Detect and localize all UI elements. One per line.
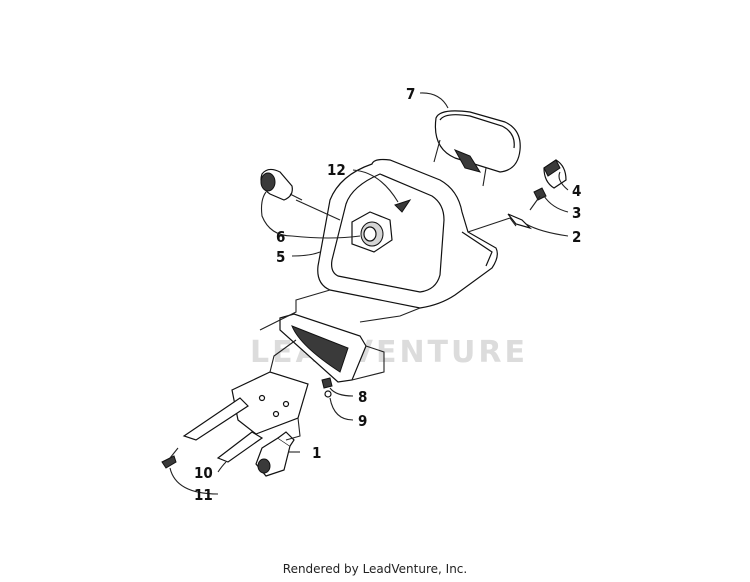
callout-10: 10 <box>194 464 213 482</box>
callout-3: 3 <box>572 204 581 222</box>
part-8-9-fastener[interactable] <box>321 377 333 398</box>
callout-12: 12 <box>327 161 346 179</box>
part-4-knob[interactable] <box>543 159 567 189</box>
part-2-clip[interactable] <box>507 213 533 230</box>
part-5-dash-housing[interactable] <box>317 158 498 309</box>
part-1-switch[interactable] <box>255 431 295 477</box>
callout-6: 6 <box>276 228 285 246</box>
part-11-rivet[interactable] <box>161 447 179 469</box>
part-lower-panel[interactable] <box>279 313 367 383</box>
callout-2: 2 <box>572 228 581 246</box>
callout-1: 1 <box>312 444 321 462</box>
leader-lines <box>169 92 569 495</box>
callout-5: 5 <box>276 248 285 266</box>
part-12-decal[interactable] <box>394 199 412 213</box>
part-6-nut[interactable] <box>351 211 393 253</box>
part-3-bolt[interactable] <box>529 187 547 211</box>
callout-9: 9 <box>358 412 367 430</box>
callout-8: 8 <box>358 388 367 406</box>
part-7-gauge[interactable] <box>433 110 521 187</box>
part-10-bracket[interactable] <box>182 371 309 463</box>
assembly-lines <box>259 199 517 441</box>
part-socket[interactable] <box>260 168 303 201</box>
footer-credit: Rendered by LeadVenture, Inc. <box>282 562 468 576</box>
callout-4: 4 <box>572 182 581 200</box>
callouts: 7 12 4 3 2 6 5 8 9 1 10 11 <box>194 85 581 504</box>
callout-7: 7 <box>406 85 415 103</box>
callout-11: 11 <box>194 486 213 504</box>
